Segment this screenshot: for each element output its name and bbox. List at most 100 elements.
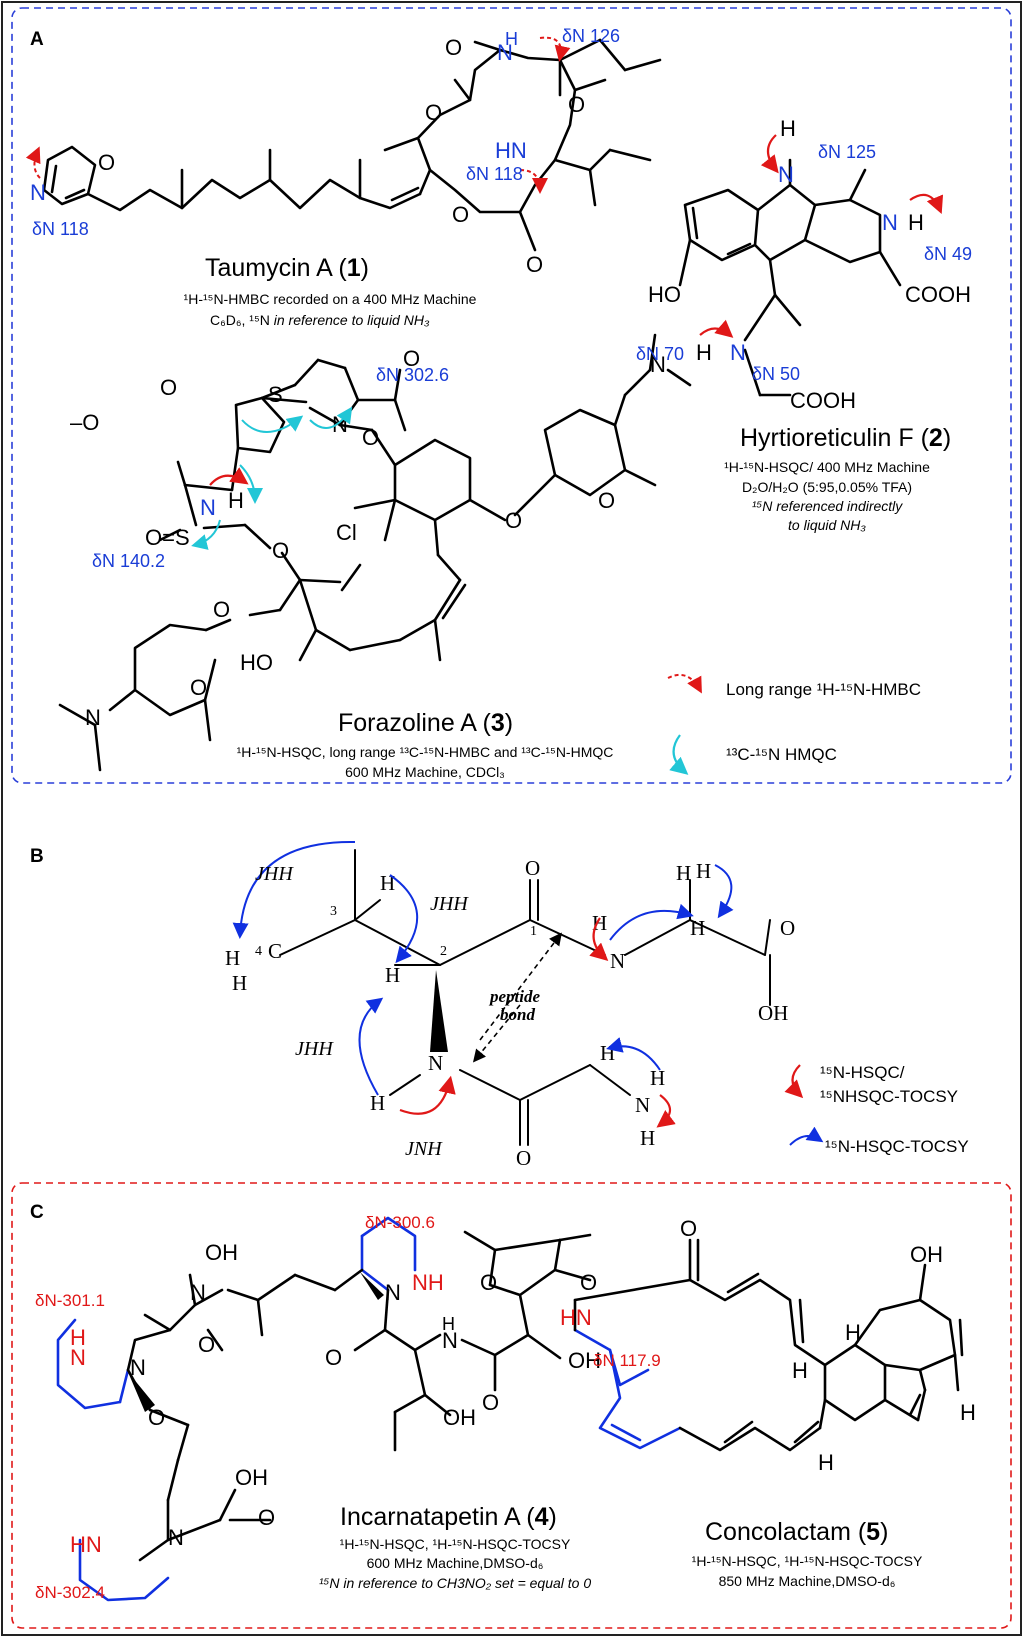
taumycin-line2: C₆D₆, ¹⁵N in reference to liquid NH₃ [210,312,430,328]
svg-text:O: O [452,202,469,227]
svg-text:H: H [225,946,240,970]
svg-text:OH: OH [205,1240,238,1265]
svg-text:H: H [505,29,518,49]
incarn-line2: 600 MHz Machine,DMSO-d₆ [367,1555,544,1571]
forazoline-shift-2: δN 70 [636,344,684,364]
svg-text:HN: HN [495,138,527,163]
svg-text:Cl: Cl [336,520,357,545]
taumycin-title: Taumycin A (1) [205,254,369,282]
svg-text:O: O [258,1505,275,1530]
incarn-shift-2: δN-301.1 [35,1291,105,1310]
panel-a-frame [11,7,1012,784]
svg-text:N: N [190,1280,206,1305]
concol-line1: ¹H-¹⁵N-HSQC, ¹H-¹⁵N-HSQC-TOCSY [692,1553,923,1569]
legend-red-arrow-icon [784,1064,804,1099]
svg-text:N: N [610,949,625,973]
hyrtio-line3: ¹⁵N referenced indirectly [752,498,904,514]
hyrtioreticulin-structure: N H N H HO COOH H N COOH [648,116,971,413]
incarn-shift-1: δN-300.6 [365,1213,435,1232]
svg-text:O: O [362,425,379,450]
svg-text:3: 3 [330,904,337,919]
taumycin-shift-3: δN 118 [32,219,89,239]
svg-text:O: O [680,1216,697,1241]
svg-text:O: O [403,346,420,371]
svg-text:4: 4 [255,944,262,959]
svg-text:H: H [380,871,395,895]
svg-text:N: N [130,1355,146,1380]
svg-text:H: H [640,1126,655,1150]
b-bond: bond [500,1005,535,1024]
hyrtio-line1: ¹H-¹⁵N-HSQC/ 400 MHz Machine [724,459,930,475]
svg-text:H: H [370,1091,385,1115]
forazoline-title: Forazoline A (3) [338,709,513,737]
svg-text:N: N [730,340,746,365]
svg-text:HO: HO [648,282,681,307]
incarn-line3: ¹⁵N in reference to CH3NO₂ set = equal t… [319,1575,592,1591]
svg-text:O: O [445,35,462,60]
incarn-title: Incarnatapetin A (4) [340,1503,557,1531]
legend-a-1: Long range ¹H-¹⁵N-HMBC [726,680,921,699]
hyrtio-line4: to liquid NH₃ [788,517,866,533]
svg-text:H: H [600,1041,615,1065]
incarn-shift-3: δN-302.4 [35,1583,105,1602]
svg-text:H: H [792,1358,808,1383]
svg-text:OH: OH [910,1242,943,1267]
svg-text:N: N [497,40,513,65]
svg-text:N: N [168,1525,184,1550]
svg-text:O: O [505,508,522,533]
svg-text:1: 1 [530,924,537,939]
legend-a-2: ¹³C-¹⁵N HMQC [726,745,837,764]
svg-text:O: O [598,488,615,513]
svg-text:COOH: COOH [905,282,971,307]
svg-text:O: O [482,1390,499,1415]
svg-text:N: N [200,495,216,520]
svg-text:OH: OH [443,1405,476,1430]
svg-text:O: O [213,597,230,622]
legend-cyan-arrow-icon [669,734,689,775]
svg-text:O: O [516,1146,531,1170]
svg-text:N: N [635,1093,650,1117]
svg-text:H: H [592,911,607,935]
svg-text:2: 2 [440,944,447,959]
svg-text:HN: HN [560,1305,592,1330]
incarn-line1: ¹H-¹⁵N-HSQC, ¹H-¹⁵N-HSQC-TOCSY [340,1536,571,1552]
taumycin-structure: O N N H HN O O O O O [25,29,662,277]
svg-text:O: O [160,375,177,400]
svg-text:S: S [268,382,283,407]
svg-text:OH: OH [235,1465,268,1490]
b-jhh-3: JHH [295,1038,334,1060]
svg-text:N: N [778,162,794,187]
b-jhh-2: JHH [430,893,469,915]
hyrtio-title: Hyrtioreticulin F (2) [740,424,951,452]
svg-text:H: H [780,116,796,141]
svg-text:H: H [908,210,924,235]
concol-shift-1: δN 117.9 [593,1351,661,1370]
svg-text:OH: OH [758,1001,788,1025]
svg-text:H: H [385,963,400,987]
svg-text:O: O [190,675,207,700]
svg-text:HN: HN [70,1532,102,1557]
svg-text:HO: HO [240,650,273,675]
svg-text:H: H [676,861,691,885]
svg-text:N: N [85,705,101,730]
svg-text:–O: –O [70,410,99,435]
svg-text:O: O [98,150,115,175]
incarnatapetin-structure: OH N O N NH N H N O N HN O OH O N H OH O… [56,1216,601,1602]
panel-b-tag: B [30,846,44,867]
b-peptide: peptide [488,987,540,1006]
b-jnh: JNH [405,1138,443,1160]
svg-text:H: H [650,1066,665,1090]
legend-red-dashed-arrow-icon [667,674,702,694]
svg-text:NH: NH [412,1270,444,1295]
svg-text:N: N [442,1328,458,1353]
panel-a-tag: A [30,29,44,50]
concol-title: Concolactam (5) [705,1518,888,1546]
legend-blue-arrow-icon [789,1126,824,1146]
svg-text:N: N [70,1345,86,1370]
svg-text:O=S: O=S [145,525,190,550]
hyrtio-shift-3: δN 50 [752,364,800,384]
forazoline-shift-3: δN 140.2 [92,551,165,571]
svg-text:H: H [70,1325,86,1350]
taumycin-shift-1: δN 126 [562,26,620,46]
